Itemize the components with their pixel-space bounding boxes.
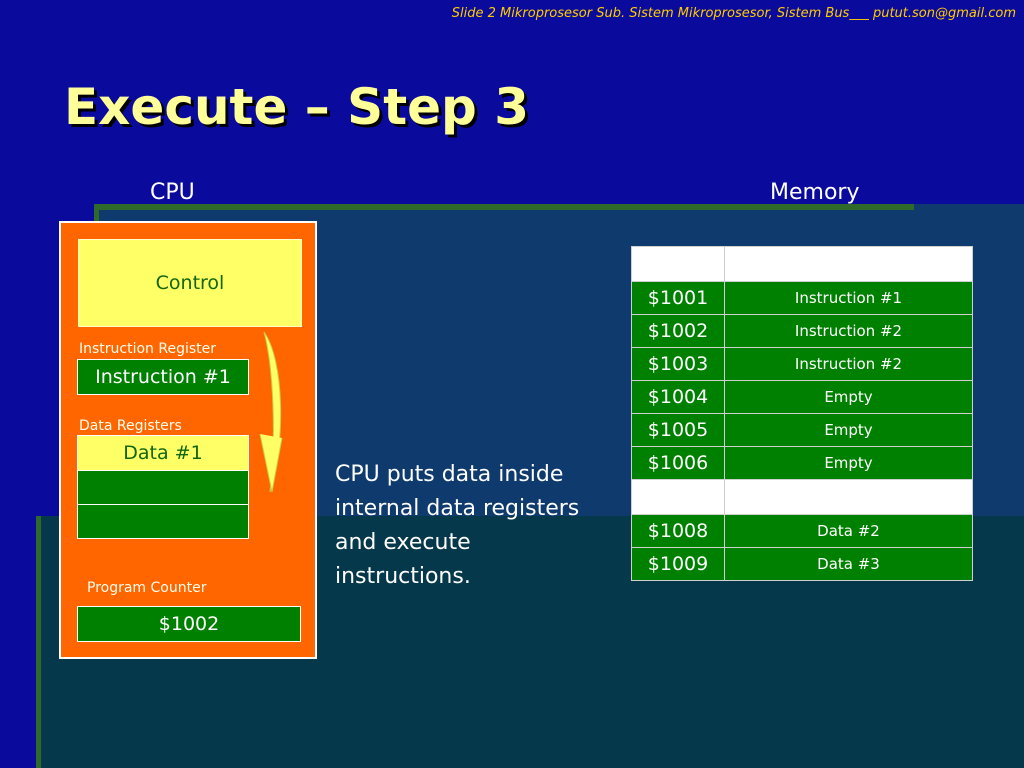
- memory-content: Empty: [724, 413, 973, 447]
- memory-address: $1005: [631, 413, 725, 447]
- memory-content: Data #2: [724, 514, 973, 548]
- header-note: Slide 2 Mikroprosesor Sub. Sistem Mikrop…: [451, 6, 1016, 21]
- memory-address: $1009: [631, 547, 725, 581]
- memory-content: Empty: [724, 446, 973, 480]
- instruction-register-value: Instruction #1: [95, 366, 231, 388]
- data-registers-label: Data Registers: [79, 418, 182, 434]
- memory-address: $1006: [631, 446, 725, 480]
- control-unit-label: Control: [155, 272, 225, 294]
- background-panel-edge: [36, 516, 41, 768]
- background-panel-edge: [94, 204, 914, 210]
- memory-content: [724, 479, 973, 515]
- program-counter: $1002: [77, 606, 301, 642]
- cpu-block: Control Instruction Register Instruction…: [59, 221, 317, 659]
- memory-content: Instruction #2: [724, 347, 973, 381]
- memory-content: Data #3: [724, 547, 973, 581]
- instruction-register-label: Instruction Register: [79, 341, 217, 357]
- data-register-2: [77, 470, 249, 505]
- memory-address: $1003: [631, 347, 725, 381]
- memory-content: Instruction #1: [724, 281, 973, 315]
- page-title: Execute – Step 3: [64, 78, 529, 136]
- memory-address: [631, 246, 725, 282]
- memory-row: $1006 Empty: [631, 446, 973, 480]
- memory-row: $1008 Data #2: [631, 514, 973, 548]
- instruction-register: Instruction #1: [77, 359, 249, 395]
- memory-content: Empty: [724, 380, 973, 414]
- program-counter-label: Program Counter: [87, 580, 207, 596]
- memory-row: $1004 Empty: [631, 380, 973, 414]
- data-register-3: [77, 504, 249, 539]
- data-register-1-value: Data #1: [123, 442, 203, 464]
- memory-row-blank: [631, 479, 973, 515]
- curved-arrow-icon: [259, 331, 283, 493]
- control-unit: Control: [78, 239, 302, 327]
- memory-address: $1001: [631, 281, 725, 315]
- description-text: CPU puts data inside internal data regis…: [335, 462, 580, 589]
- data-register-1: Data #1: [77, 435, 249, 471]
- memory-content: [724, 246, 973, 282]
- memory-row: $1001 Instruction #1: [631, 281, 973, 315]
- cpu-label: CPU: [150, 180, 195, 205]
- memory-address: $1004: [631, 380, 725, 414]
- program-counter-value: $1002: [158, 613, 220, 635]
- memory-row: $1005 Empty: [631, 413, 973, 447]
- memory-row-blank: [631, 246, 973, 282]
- memory-table: $1001 Instruction #1 $1002 Instruction #…: [631, 246, 973, 581]
- memory-address: $1002: [631, 314, 725, 348]
- memory-content: Instruction #2: [724, 314, 973, 348]
- memory-row: $1003 Instruction #2: [631, 347, 973, 381]
- memory-address: $1008: [631, 514, 725, 548]
- memory-row: $1002 Instruction #2: [631, 314, 973, 348]
- memory-address: [631, 479, 725, 515]
- memory-row: $1009 Data #3: [631, 547, 973, 581]
- memory-label: Memory: [770, 180, 860, 205]
